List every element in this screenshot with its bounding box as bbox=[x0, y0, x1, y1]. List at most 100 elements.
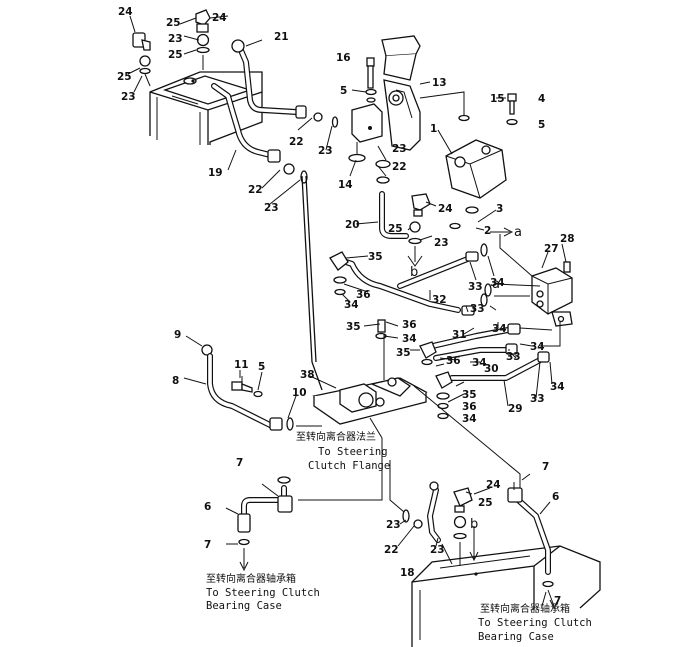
callout-33: 33 bbox=[530, 393, 545, 405]
callout-25: 25 bbox=[117, 71, 132, 83]
callout-7: 7 bbox=[554, 595, 561, 607]
caption-case-right-en-1: To Steering Clutch bbox=[478, 617, 592, 629]
caption-case-left-en-2: Bearing Case bbox=[206, 600, 282, 612]
bottom-right-tank bbox=[411, 545, 601, 647]
callout-23: 23 bbox=[434, 237, 449, 249]
callout-36: 36 bbox=[402, 319, 417, 331]
caption-bearing-case-left: 至转向离合器轴承箱 To Steering Clutch Bearing Cas… bbox=[206, 572, 320, 612]
callout-28: 28 bbox=[560, 233, 575, 245]
callout-34: 34 bbox=[530, 341, 545, 353]
top-left-tank bbox=[149, 71, 263, 145]
callout-23: 23 bbox=[392, 143, 407, 155]
callout-34: 34 bbox=[344, 299, 359, 311]
marker-a: a bbox=[514, 225, 522, 240]
callout-35: 35 bbox=[462, 389, 477, 401]
bolt-16 bbox=[365, 57, 377, 103]
callout-7: 7 bbox=[204, 539, 211, 551]
callout-19: 19 bbox=[208, 167, 223, 179]
marker-b: b bbox=[470, 517, 478, 532]
callout-18: 18 bbox=[400, 567, 415, 579]
valve-block-27 bbox=[531, 261, 573, 327]
callout-13: 13 bbox=[432, 77, 447, 89]
callout-30: 30 bbox=[484, 363, 499, 375]
marker-a: a bbox=[492, 277, 500, 292]
callout-23: 23 bbox=[318, 145, 333, 157]
callout-25: 25 bbox=[168, 49, 183, 61]
bolt-4 bbox=[506, 93, 518, 126]
callout-33: 33 bbox=[468, 281, 483, 293]
callout-16: 16 bbox=[336, 52, 351, 64]
nut-33-a bbox=[465, 251, 479, 262]
pipe-6-left bbox=[237, 476, 293, 546]
caption-case-right-en-2: Bearing Case bbox=[478, 631, 554, 643]
callout-23: 23 bbox=[168, 33, 183, 45]
callout-34: 34 bbox=[462, 413, 477, 425]
callout-1: 1 bbox=[430, 123, 437, 135]
callout-36: 36 bbox=[446, 355, 461, 367]
callout-33: 33 bbox=[470, 303, 485, 315]
callout-29: 29 bbox=[508, 403, 523, 415]
caption-case-left-cn: 至转向离合器轴承箱 bbox=[206, 572, 296, 585]
pipe-30 bbox=[433, 343, 518, 361]
callout-36: 36 bbox=[356, 289, 371, 301]
callout-7: 7 bbox=[236, 457, 243, 469]
callout-2: 2 bbox=[484, 225, 491, 237]
callout-11: 11 bbox=[234, 359, 249, 371]
callout-4: 4 bbox=[538, 93, 545, 105]
callout-6: 6 bbox=[204, 501, 211, 513]
callout-5: 5 bbox=[258, 361, 265, 373]
callout-34: 34 bbox=[490, 277, 505, 289]
callout-6: 6 bbox=[552, 491, 559, 503]
callout-22: 22 bbox=[384, 544, 399, 556]
callout-23: 23 bbox=[386, 519, 401, 531]
callout-24: 24 bbox=[118, 6, 133, 18]
callout-36: 36 bbox=[462, 401, 477, 413]
callout-23: 23 bbox=[121, 91, 136, 103]
callout-24: 24 bbox=[212, 12, 227, 24]
pump-1 bbox=[445, 139, 507, 230]
elbow-35-top bbox=[329, 251, 349, 296]
callout-31: 31 bbox=[452, 329, 467, 341]
pipe-6-right bbox=[507, 487, 554, 588]
elbow-fitting-24-left bbox=[132, 32, 151, 75]
part-callouts: 24 25 24 23 2 1 25 25 23 16 13 5 15 4 5 1… bbox=[117, 6, 575, 607]
callout-24: 24 bbox=[486, 479, 501, 491]
callout-22: 22 bbox=[248, 184, 263, 196]
callout-25: 25 bbox=[166, 17, 181, 29]
bolt-11 bbox=[231, 381, 263, 398]
fitting-24-middle bbox=[408, 193, 431, 245]
callout-23: 23 bbox=[264, 202, 279, 214]
leader-lines bbox=[127, 15, 567, 607]
callout-34: 34 bbox=[492, 323, 507, 335]
callout-34: 34 bbox=[402, 333, 417, 345]
callout-5: 5 bbox=[538, 119, 545, 131]
callout-22: 22 bbox=[392, 161, 407, 173]
callout-33: 33 bbox=[506, 351, 521, 363]
pipe-31 bbox=[421, 323, 521, 351]
callout-32: 32 bbox=[432, 294, 447, 306]
pipe-29 bbox=[449, 351, 550, 381]
callout-35: 35 bbox=[396, 347, 411, 359]
callout-35: 35 bbox=[346, 321, 361, 333]
callout-34: 34 bbox=[472, 357, 487, 369]
callout-34: 34 bbox=[550, 381, 565, 393]
callout-5: 5 bbox=[340, 85, 347, 97]
callout-15: 15 bbox=[490, 93, 505, 105]
valve-body-13 bbox=[381, 35, 421, 151]
callout-23: 23 bbox=[430, 544, 445, 556]
callout-20: 20 bbox=[345, 219, 360, 231]
callout-35: 35 bbox=[368, 251, 383, 263]
callout-7: 7 bbox=[542, 461, 549, 473]
block-14 bbox=[348, 103, 383, 163]
callout-38: 38 bbox=[300, 369, 315, 381]
marker-b: b bbox=[410, 265, 418, 280]
callout-9: 9 bbox=[174, 329, 181, 341]
flow-markers: a a b b bbox=[410, 225, 522, 532]
elbow-tube-20 bbox=[375, 159, 409, 239]
pipe-32 bbox=[337, 255, 473, 313]
caption-flange-en-2: Clutch Flange bbox=[308, 460, 390, 472]
pipe-21 bbox=[231, 39, 339, 128]
elbow-fitting-24-top bbox=[195, 9, 211, 54]
pipe-19 bbox=[211, 83, 308, 184]
